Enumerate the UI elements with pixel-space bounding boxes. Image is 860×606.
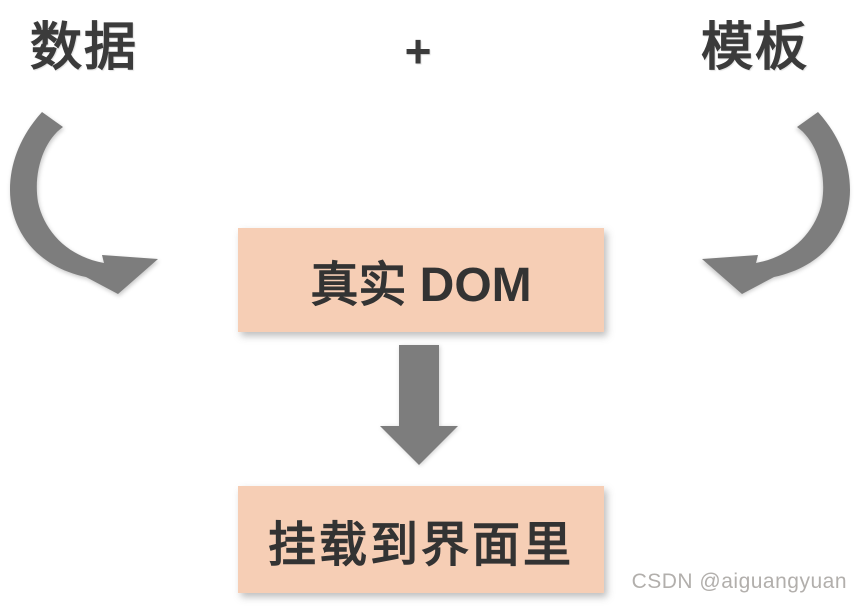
curved-arrow-left-icon: [10, 112, 158, 294]
down-arrow-icon: [380, 345, 458, 465]
mount-box: 挂载到界面里: [238, 486, 604, 593]
real-dom-label: 真实 DOM: [310, 259, 532, 312]
csdn-watermark: CSDN @aiguangyuan: [631, 570, 847, 593]
real-dom-box: 真实 DOM: [238, 228, 604, 332]
plus-sign: +: [404, 25, 432, 77]
down-arrow-shape: [380, 345, 458, 465]
data-label: 数据: [30, 19, 139, 77]
curved-arrow-left-shape: [10, 112, 158, 294]
mount-label: 挂载到界面里: [267, 518, 574, 572]
curved-arrow-right-icon: [702, 112, 850, 294]
template-label: 模板: [701, 19, 810, 77]
curved-arrow-right-shape: [702, 112, 850, 294]
